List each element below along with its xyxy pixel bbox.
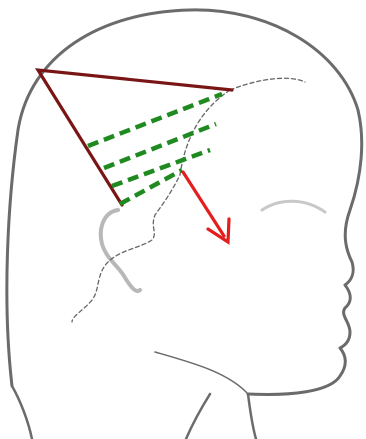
neck-front-line bbox=[248, 394, 256, 439]
elevation-line-1 bbox=[88, 94, 222, 146]
elevation-line-4 bbox=[120, 170, 182, 204]
section-triangle bbox=[38, 70, 232, 205]
hairline-dashed bbox=[72, 78, 305, 322]
elevation-line-2 bbox=[104, 124, 216, 168]
head-outline bbox=[7, 10, 362, 395]
jaw-line bbox=[155, 352, 248, 394]
arrow-shaft bbox=[183, 172, 224, 236]
ear bbox=[101, 210, 140, 291]
nape-line bbox=[12, 386, 32, 439]
arrow-head bbox=[208, 219, 229, 242]
neck-back-line bbox=[186, 394, 210, 439]
elevation-lines bbox=[88, 94, 222, 204]
elevation-line-3 bbox=[112, 150, 210, 186]
direction-arrow bbox=[183, 172, 229, 242]
eyebrow bbox=[262, 201, 325, 212]
